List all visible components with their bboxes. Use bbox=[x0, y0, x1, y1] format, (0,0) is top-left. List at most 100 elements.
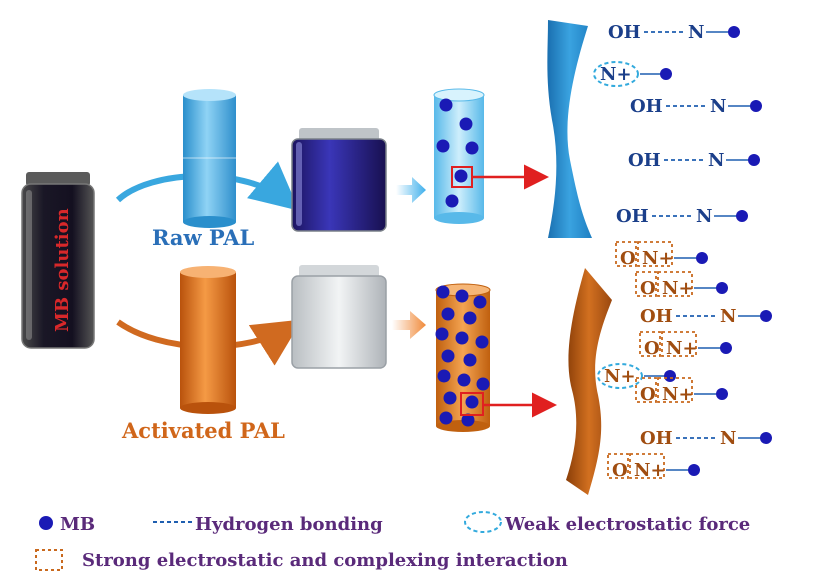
mb-dot bbox=[436, 285, 450, 299]
mb-solution-label: MB solution bbox=[52, 208, 73, 332]
group-right-label: N bbox=[720, 428, 736, 449]
surface-bond bbox=[592, 394, 636, 395]
raw-column bbox=[433, 88, 485, 224]
legend-strong-box bbox=[35, 549, 63, 571]
mb-dot bbox=[720, 342, 732, 354]
strong-interaction-box bbox=[661, 331, 697, 357]
raw-pal-label: Raw PAL bbox=[152, 225, 254, 250]
group-right-label: N bbox=[688, 22, 704, 43]
weak-force-ellipse bbox=[597, 363, 643, 389]
mb-dot bbox=[439, 411, 453, 425]
group-right-label: N bbox=[708, 150, 724, 171]
mb-dot bbox=[750, 100, 762, 112]
raw-pal-surface bbox=[547, 20, 592, 238]
legend-weak-label: Weak electrostatic force bbox=[504, 514, 750, 535]
mb-dot bbox=[465, 141, 479, 155]
surface-bond bbox=[590, 32, 604, 55]
group-right-label: N bbox=[696, 206, 712, 227]
mb-dot bbox=[696, 252, 708, 264]
mb-dot bbox=[459, 117, 473, 131]
group-left-label: OH bbox=[640, 306, 673, 327]
mb-dot bbox=[476, 377, 490, 391]
group-right-label: N bbox=[720, 306, 736, 327]
mb-dot bbox=[436, 139, 450, 153]
group-left-label: OH bbox=[640, 428, 673, 449]
mb-dot bbox=[473, 295, 487, 309]
mb-dot bbox=[660, 68, 672, 80]
mb-dot bbox=[463, 311, 477, 325]
mb-dot bbox=[475, 335, 489, 349]
strong-interaction-box bbox=[637, 241, 673, 267]
surface-bond bbox=[594, 345, 640, 348]
mb-dot bbox=[443, 391, 457, 405]
strong-interaction-box bbox=[657, 271, 693, 297]
mb-dot bbox=[445, 194, 459, 208]
group-left-label: OH bbox=[616, 206, 649, 227]
activated-pal-surface bbox=[566, 268, 612, 495]
group-right-label: N+ bbox=[642, 248, 674, 269]
mb-dot bbox=[463, 353, 477, 367]
group-right-label: N+ bbox=[662, 278, 694, 299]
group-left-label: N+ bbox=[604, 366, 636, 387]
mb-dot bbox=[688, 464, 700, 476]
mb-dot bbox=[441, 307, 455, 321]
surface-bond bbox=[584, 195, 612, 216]
surface-bond bbox=[596, 258, 616, 285]
weak-force-ellipse bbox=[593, 61, 639, 87]
mb-dot bbox=[455, 289, 469, 303]
raw-pal-cylinder bbox=[183, 89, 236, 228]
group-right-label: N+ bbox=[662, 384, 694, 405]
group-left-label: OH bbox=[630, 96, 663, 117]
strong-interaction-box bbox=[615, 241, 637, 267]
group-row: OH N bbox=[596, 425, 772, 449]
activated-pal-label: Activated PAL bbox=[121, 418, 285, 443]
legend-mb-label: MB bbox=[60, 514, 95, 535]
strong-interaction-box bbox=[629, 453, 665, 479]
arrow-to-raw-column bbox=[396, 177, 426, 203]
strong-interaction-box bbox=[607, 453, 629, 479]
mb-dot bbox=[736, 210, 748, 222]
strong-interaction-box bbox=[635, 377, 657, 403]
group-left-label: O bbox=[612, 460, 628, 481]
mb-dot bbox=[441, 349, 455, 363]
group-right-label: N+ bbox=[666, 338, 698, 359]
mb-solution-bottle: MB solution bbox=[21, 172, 95, 349]
mb-dot bbox=[454, 169, 468, 183]
group-row: OH N bbox=[640, 306, 772, 327]
activated-column bbox=[435, 283, 491, 432]
blue-vial bbox=[291, 128, 387, 232]
mb-dot bbox=[748, 154, 760, 166]
legend-hbond-label: Hydrogen bonding bbox=[195, 514, 383, 535]
group-row: N+ bbox=[593, 61, 672, 87]
mb-dot bbox=[461, 413, 475, 427]
surface-bond bbox=[596, 425, 636, 438]
mb-dot bbox=[716, 282, 728, 294]
mb-dot bbox=[664, 370, 676, 382]
legend-weak-ellipse bbox=[464, 511, 502, 533]
strong-interaction-box bbox=[635, 271, 657, 297]
strong-interaction-box bbox=[639, 331, 661, 357]
legend: MB Hydrogen bonding Weak electrostatic f… bbox=[35, 511, 750, 571]
group-row: OH N bbox=[590, 22, 740, 55]
arrow-to-activated-column bbox=[392, 311, 426, 339]
mb-dot bbox=[716, 388, 728, 400]
group-left-label: N+ bbox=[600, 64, 632, 85]
group-left-label: OH bbox=[608, 22, 641, 43]
legend-mb-dot bbox=[39, 516, 53, 530]
group-row: N+ bbox=[597, 363, 676, 389]
mb-dot bbox=[760, 310, 772, 322]
mb-dot bbox=[728, 26, 740, 38]
legend-strong-label: Strong electrostatic and complexing inte… bbox=[82, 550, 568, 571]
activated-pal-cylinder bbox=[180, 266, 236, 414]
group-left-label: O bbox=[620, 248, 636, 269]
strong-interaction-box bbox=[657, 377, 693, 403]
